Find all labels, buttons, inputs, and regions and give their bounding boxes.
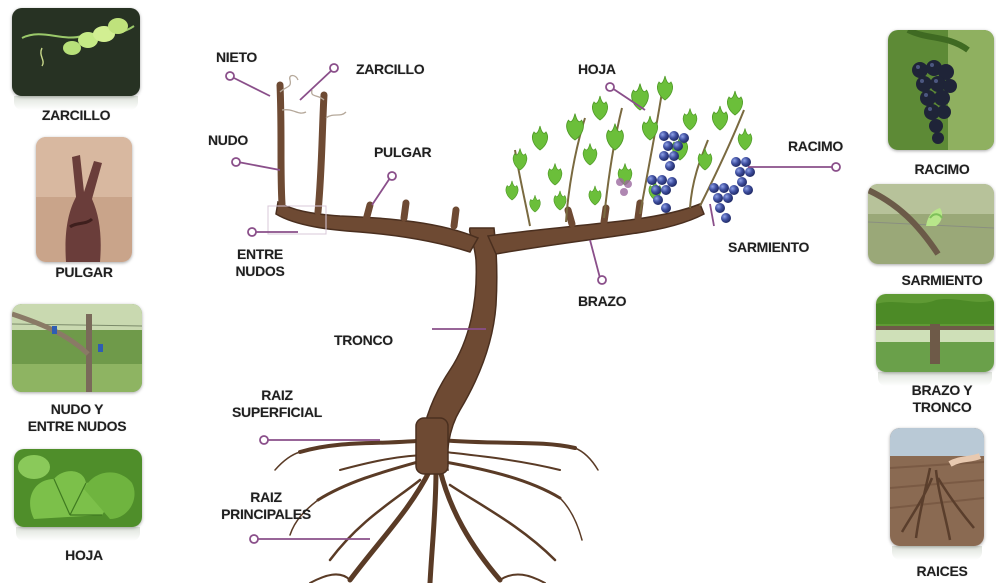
label-raiz-principales: RAIZ PRINCIPALES (206, 489, 326, 523)
caption-brazo-tronco: BRAZO Y TRONCO (886, 382, 996, 416)
spur-photo (36, 137, 132, 262)
caption-zarcillo: ZARCILLO (20, 107, 132, 124)
left-arm (276, 202, 478, 252)
label-nudo: NUDO (208, 132, 248, 149)
grape-cluster-3 (709, 183, 739, 223)
label-tronco: TRONCO (334, 332, 393, 349)
caption-raices: RAICES (886, 563, 996, 580)
caption-hoja: HOJA (28, 547, 140, 564)
label-nieto: NIETO (216, 49, 257, 66)
roots-photo-reflection (892, 546, 982, 560)
label-brazo: BRAZO (578, 293, 626, 310)
label-sarmiento: SARMIENTO (728, 239, 809, 256)
label-pulgar: PULGAR (374, 144, 431, 161)
tendrils (280, 76, 346, 119)
leaf-photo (14, 449, 142, 527)
grape-cluster-photo (888, 30, 994, 150)
caption-racimo: RACIMO (886, 161, 996, 178)
label-entre-nudos: ENTRE NUDOS (228, 246, 292, 280)
label-raiz-superficial: RAIZ SUPERFICIAL (218, 387, 336, 421)
caption-sarmiento: SARMIENTO (886, 272, 996, 289)
caption-nudo-entre-nudos: NUDO Y ENTRE NUDOS (8, 401, 146, 435)
roots-photo (890, 428, 984, 546)
trunk-row-photo (876, 294, 994, 372)
leaf-photo-reflection (16, 527, 140, 541)
right-arm (488, 204, 704, 254)
tendril-photo (12, 8, 140, 96)
label-racimo: RACIMO (788, 138, 843, 155)
left-cane-2 (318, 95, 324, 212)
vineyard-row-photo (12, 304, 142, 392)
caption-pulgar: PULGAR (28, 264, 140, 281)
left-cane-1 (280, 85, 282, 204)
label-hoja: HOJA (578, 61, 616, 78)
label-zarcillo: ZARCILLO (356, 61, 424, 78)
shoot-photo (868, 184, 994, 264)
